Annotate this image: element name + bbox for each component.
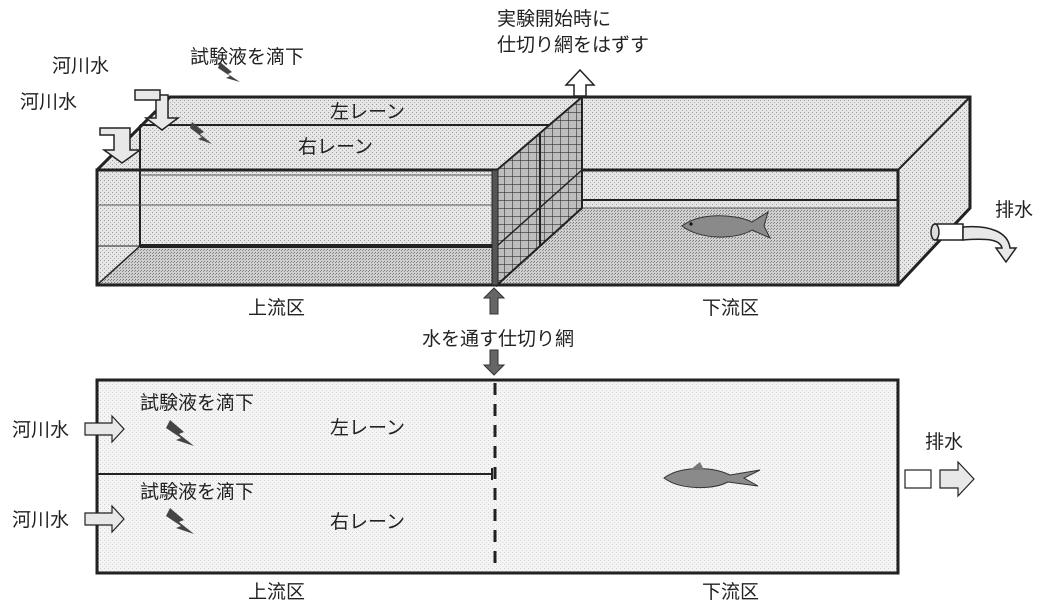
release-up-arrow-icon: [564, 68, 596, 97]
test-solution-label-bottom-left: 試験液を滴下: [140, 392, 254, 414]
river-inlet-pipe-1: [134, 89, 181, 131]
drain-label-top: 排水: [995, 199, 1033, 221]
right-lane-label-top: 右レーン: [298, 136, 373, 158]
river-inlet-pipe-2: [99, 127, 143, 164]
release-note-line2: 仕切り網をはずす: [497, 34, 649, 56]
drip-bolt-icon-top-2: [190, 122, 212, 144]
drip-bolt-icon-bottom-1: [166, 420, 194, 446]
fish-icon-bottom: [663, 462, 761, 489]
drain-label-bottom: 排水: [925, 431, 963, 453]
river-water-label-bottom-right: 河川水: [12, 509, 69, 531]
net-pointer-down-arrow-icon: [482, 349, 506, 376]
drain-arrow-icon-bottom: [904, 460, 975, 498]
test-solution-label-bottom-right: 試験液を滴下: [140, 481, 254, 503]
release-note-line1: 実験開始時に: [497, 8, 611, 30]
tank-3d: [95, 94, 972, 288]
river-water-label-1: 河川水: [52, 55, 109, 77]
upstream-label-top: 上流区: [248, 297, 305, 319]
drip-bolt-icon-top-1: [218, 62, 240, 82]
downstream-label-bottom: 下流区: [702, 581, 759, 603]
upstream-label-bottom: 上流区: [248, 581, 305, 603]
tank-plan-view: [95, 378, 900, 575]
inlet-arrow-icon-left-lane: [84, 414, 125, 444]
river-water-label-bottom-left: 河川水: [12, 419, 69, 441]
left-lane-label-top: 左レーン: [330, 101, 405, 123]
right-lane-label-bottom: 右レーン: [330, 511, 405, 533]
downstream-label-top: 下流区: [702, 297, 759, 319]
fish-icon-top: [681, 210, 772, 240]
drain-pipe-top: [930, 223, 1018, 264]
river-water-label-2: 河川水: [20, 91, 77, 113]
drip-bolt-icon-bottom-2: [166, 508, 194, 534]
net-label: 水を通す仕切り網: [422, 328, 574, 350]
inlet-arrow-icon-right-lane: [84, 504, 125, 534]
net-pointer-up-arrow-icon: [482, 287, 506, 315]
test-solution-label-top: 試験液を滴下: [190, 46, 304, 68]
left-lane-label-bottom: 左レーン: [330, 417, 405, 439]
